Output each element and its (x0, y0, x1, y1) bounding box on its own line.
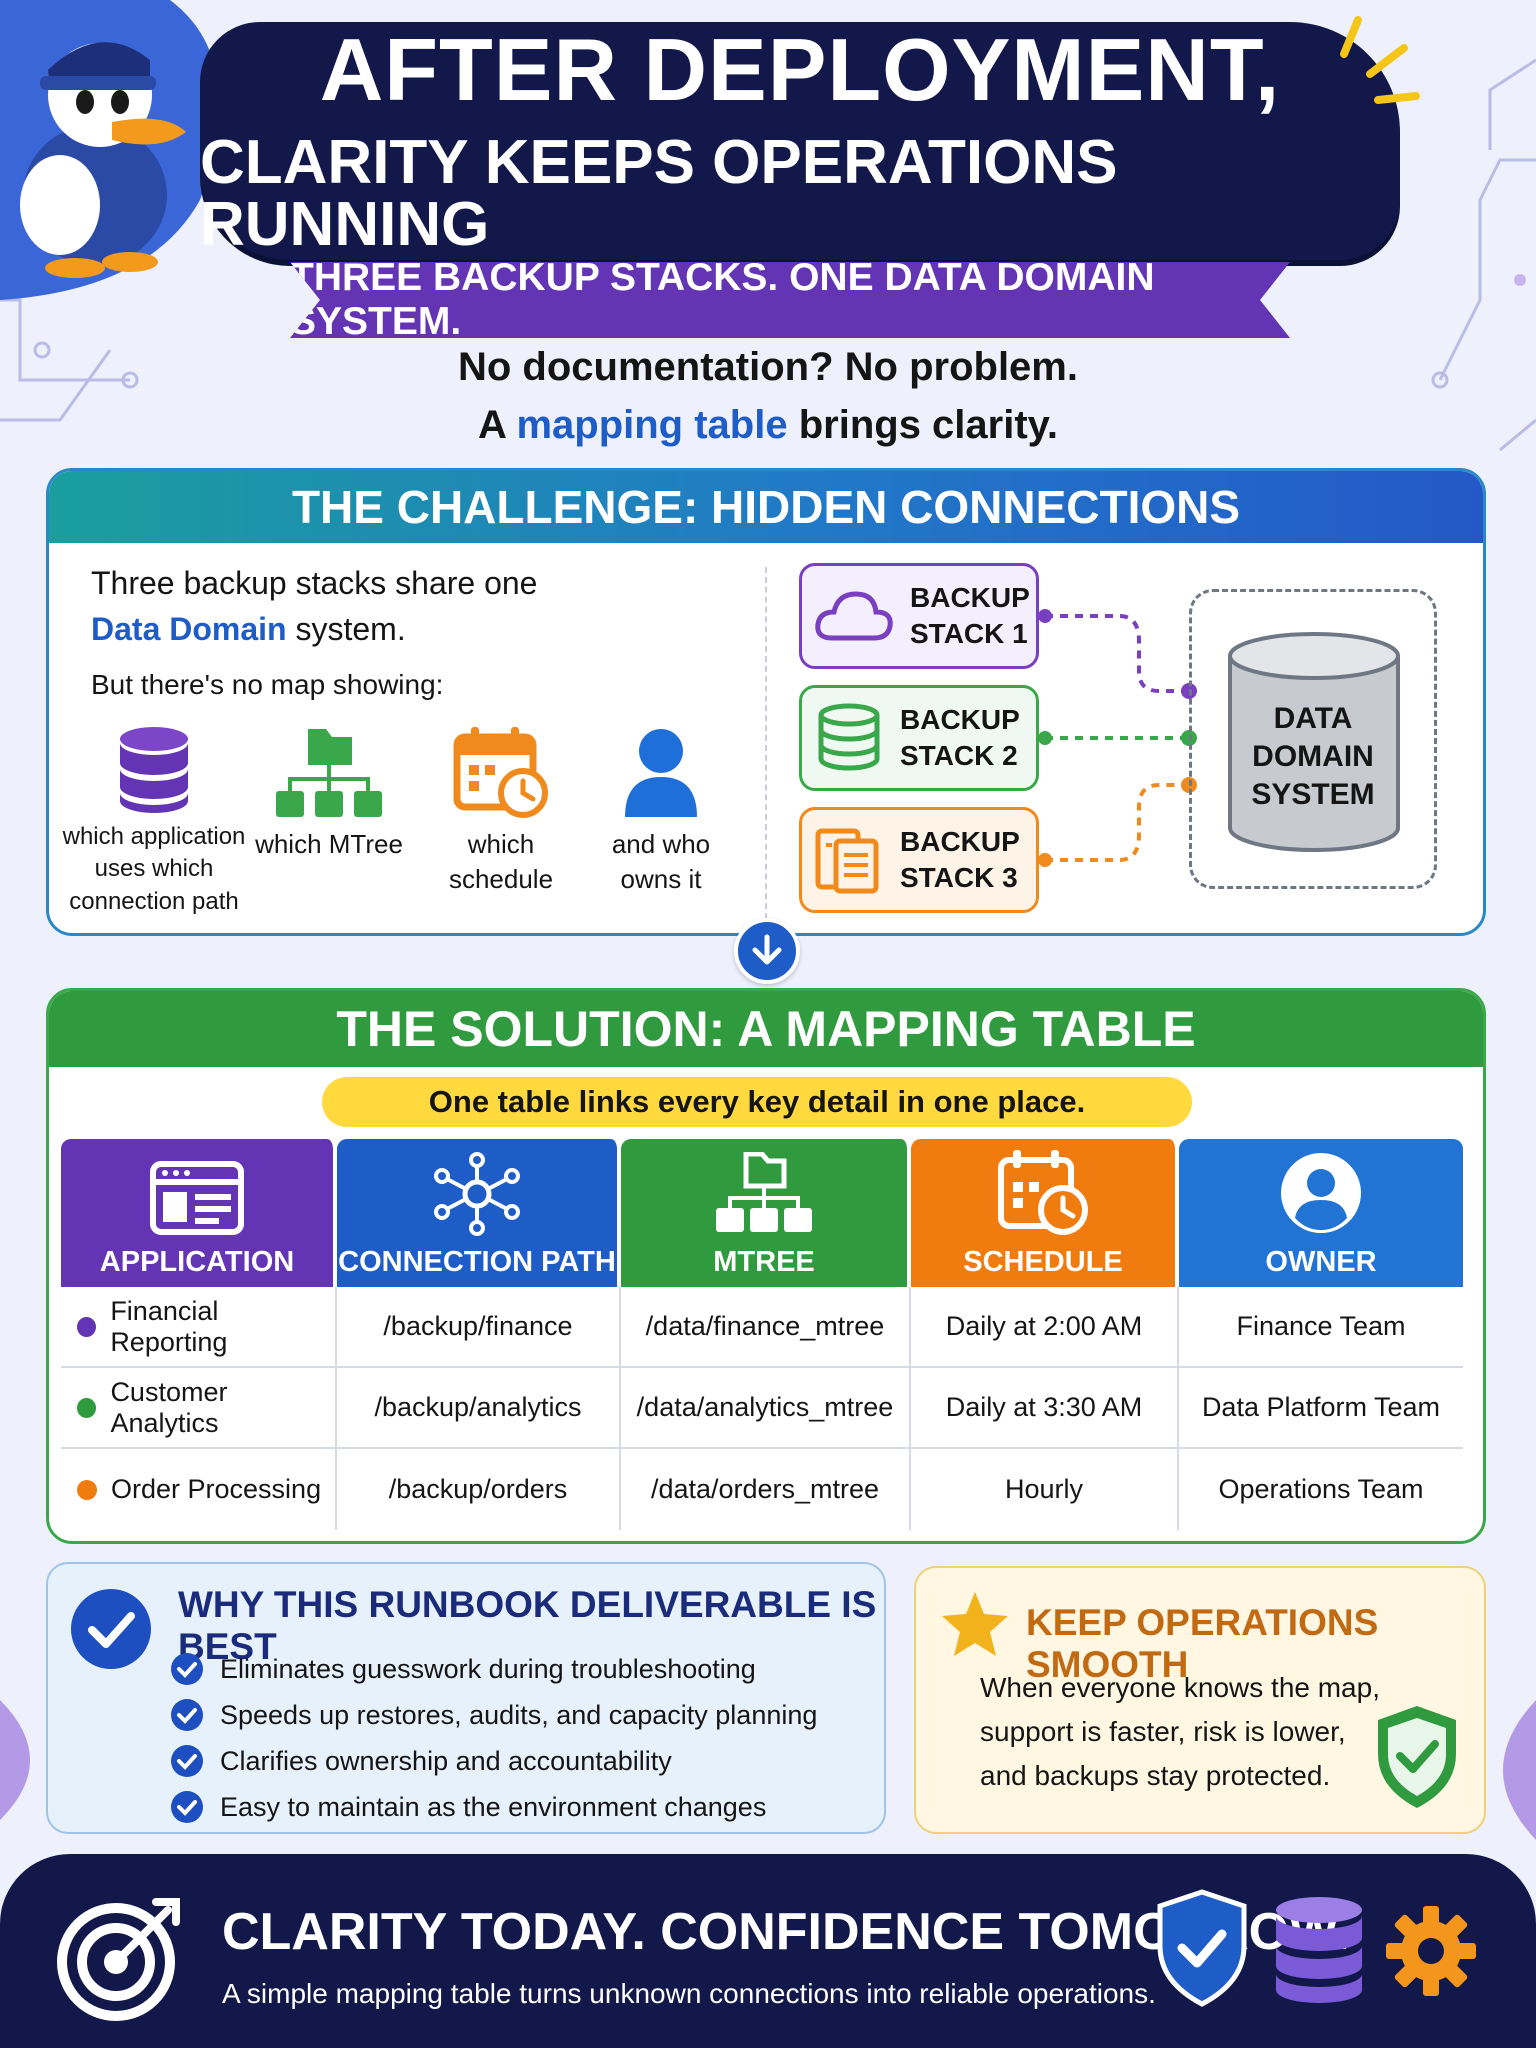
database-icon (1276, 1897, 1362, 2003)
calendar-clock-icon (998, 1150, 1088, 1235)
intro-line2: A mapping table brings clarity. (477, 403, 1059, 447)
sparkle-icon (1340, 16, 1420, 104)
storage-cylinder-icon (1228, 632, 1400, 852)
arrow-down-icon (734, 918, 800, 984)
intro-accent: mapping table (516, 403, 788, 447)
why-bullet: Speeds up restores, audits, and capacity… (170, 1698, 817, 1732)
why-bullet: Clarifies ownership and accountability (170, 1744, 672, 1778)
challenge-item-mtree: which MTree (249, 725, 409, 862)
folder-tree-icon (716, 1152, 812, 1232)
mapping-table: APPLICATION CONNE (61, 1139, 1463, 1530)
table-row: Order Processing /backup/orders /data/or… (61, 1449, 1463, 1530)
check-icon (171, 1653, 203, 1685)
shield-check-icon (1157, 1889, 1247, 2007)
challenge-text-line1: Three backup stacks share one (91, 565, 538, 601)
database-icon (818, 703, 880, 771)
keep-panel: KEEP OPERATIONS SMOOTH When everyone kno… (914, 1566, 1486, 1834)
user-circle-icon (1281, 1153, 1361, 1233)
person-icon (625, 729, 697, 817)
why-title: WHY THIS RUNBOOK DELIVERABLE IS BEST (178, 1584, 877, 1667)
column-header-mtree: MTREE (621, 1139, 911, 1287)
footer-banner: CLARITY TODAY. CONFIDENCE TOMORROW. A si… (0, 1854, 1536, 2048)
duck-mascot-icon (0, 0, 220, 300)
challenge-item-application: which application uses which connection … (59, 725, 249, 918)
challenge-item-owner: and who owns it (581, 725, 741, 897)
keep-title: KEEP OPERATIONS SMOOTH (1026, 1602, 1379, 1685)
connection-lines (1039, 609, 1197, 867)
why-panel: WHY THIS RUNBOOK DELIVERABLE IS BEST Eli… (46, 1562, 886, 1834)
row-dot (77, 1397, 97, 1418)
folder-tree-icon (276, 729, 382, 817)
challenge-divider (765, 567, 767, 919)
row-dot (77, 1479, 97, 1500)
column-header-connection-path: CONNECTION PATH (337, 1139, 621, 1287)
calendar-clock-icon (453, 727, 548, 818)
cloud-icon (815, 591, 893, 641)
table-row: Customer Analytics /backup/analytics /da… (61, 1368, 1463, 1449)
row-dot (77, 1316, 97, 1337)
column-header-owner: OWNER (1179, 1139, 1463, 1287)
solution-title: THE SOLUTION: A MAPPING TABLE (49, 991, 1483, 1067)
shield-check-icon (1378, 1706, 1456, 1808)
target-icon (57, 1898, 180, 2021)
check-icon (171, 1699, 203, 1731)
table-row: Financial Reporting /backup/finance /dat… (61, 1287, 1463, 1368)
challenge-text-line2: Data Domain system. (91, 611, 406, 647)
challenge-panel: THE CHALLENGE: HIDDEN CONNECTIONS Three … (46, 468, 1486, 936)
app-window-icon (150, 1161, 244, 1235)
table-header-row: APPLICATION CONNE (61, 1139, 1463, 1287)
challenge-text-line3: But there's no map showing: (91, 669, 444, 700)
why-bullet: Eliminates guesswork during troubleshoot… (170, 1652, 756, 1686)
challenge-title: THE CHALLENGE: HIDDEN CONNECTIONS (49, 471, 1483, 543)
title-banner: AFTER DEPLOYMENT, CLARITY KEEPS OPERATIO… (200, 22, 1400, 260)
column-header-application: APPLICATION (61, 1139, 337, 1287)
page-title-line2: CLARITY KEEPS OPERATIONS RUNNING (200, 128, 1118, 259)
column-header-schedule: SCHEDULE (911, 1139, 1179, 1287)
footer-subtitle: A simple mapping table turns unknown con… (222, 1978, 1156, 2009)
network-icon (434, 1152, 520, 1236)
data-domain-system: DATA DOMAIN SYSTEM (1189, 589, 1437, 889)
database-icon (120, 727, 188, 813)
challenge-item-schedule: which schedule (421, 725, 581, 897)
subtitle-ribbon: THREE BACKUP STACKS. ONE DATA DOMAIN SYS… (290, 262, 1290, 338)
page-title-line1: AFTER DEPLOYMENT, (319, 20, 1281, 119)
solution-panel: THE SOLUTION: A MAPPING TABLE One table … (46, 988, 1486, 1544)
intro-line1: No documentation? No problem. (458, 345, 1078, 389)
check-icon (171, 1745, 203, 1777)
check-icon (171, 1791, 203, 1823)
solution-tagline: One table links every key detail in one … (322, 1077, 1192, 1127)
why-bullet: Easy to maintain as the environment chan… (170, 1790, 766, 1824)
star-icon (942, 1592, 1008, 1656)
gear-icon (1386, 1906, 1476, 1996)
documents-icon (815, 828, 879, 894)
check-circle-icon (71, 1589, 151, 1669)
